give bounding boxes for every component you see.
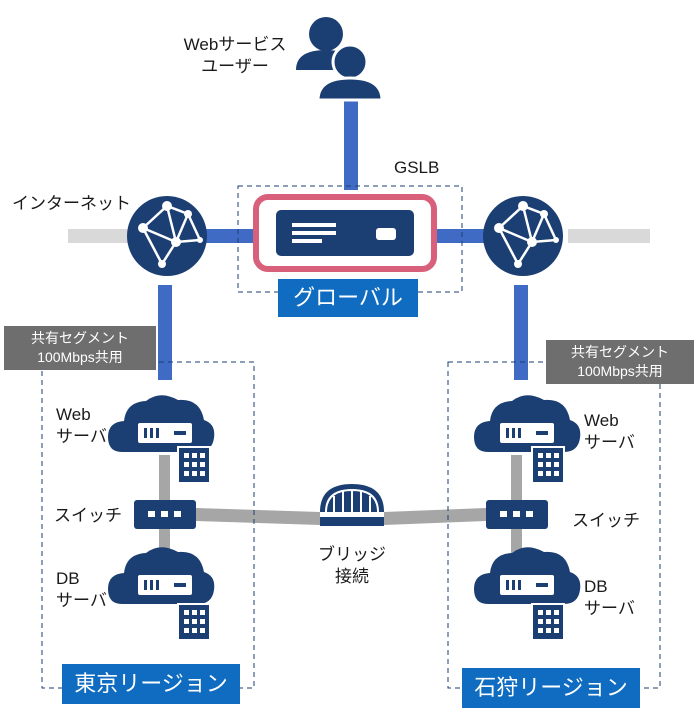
- right-web-label-line2: サーバ: [584, 433, 635, 452]
- left-segment-badge: 共有セグメント 100Mbps共用: [4, 326, 156, 370]
- left-web-label-line2: サーバ: [56, 427, 107, 446]
- link-globe-left-gslb: [205, 229, 257, 243]
- tokyo-region-title: 東京リージョン: [62, 664, 240, 704]
- right-segment-line2: 100Mbps共用: [577, 363, 663, 379]
- right-db-server-label: DB サーバ: [584, 576, 635, 620]
- right-db-server-icon: [474, 547, 581, 641]
- link-left-switch-db: [159, 528, 170, 556]
- link-left-web-switch: [159, 455, 170, 500]
- link-globe-right-down: [514, 285, 528, 380]
- link-bridge-right-switch: [384, 508, 486, 525]
- right-db-label-line1: DB: [584, 577, 608, 596]
- left-db-server-label: DB サーバ: [56, 568, 107, 612]
- internet-line-right: [568, 229, 650, 243]
- link-users-gslb: [344, 95, 358, 190]
- left-web-server-icon: [108, 395, 215, 484]
- left-db-label-line2: サーバ: [56, 591, 107, 610]
- users-label: Webサービス ユーザー: [176, 34, 294, 78]
- gslb-appliance-icon: [253, 194, 437, 272]
- right-web-label-line1: Web: [584, 411, 619, 430]
- bridge-icon: [320, 484, 384, 526]
- left-switch-icon: [134, 500, 196, 529]
- link-left-switch-bridge: [196, 508, 320, 525]
- bridge-label-line2: 接続: [335, 567, 369, 586]
- left-web-label-line1: Web: [56, 405, 91, 424]
- right-switch-label: スイッチ: [572, 511, 640, 530]
- link-right-web-switch: [511, 455, 522, 500]
- link-globe-left-down: [158, 285, 172, 380]
- left-segment-line1: 共有セグメント: [31, 330, 129, 346]
- right-web-server-icon: [474, 395, 581, 484]
- users-icon: [296, 17, 384, 102]
- right-segment-badge: 共有セグメント 100Mbps共用: [546, 340, 694, 384]
- right-db-label-line2: サーバ: [584, 599, 635, 618]
- left-segment-line2: 100Mbps共用: [37, 349, 123, 365]
- left-switch-label: スイッチ: [54, 506, 122, 525]
- link-right-switch-db: [511, 528, 522, 556]
- left-db-server-icon: [108, 547, 215, 641]
- internet-globe-right-icon: [483, 196, 563, 276]
- gslb-global-title: グローバル: [278, 279, 418, 317]
- users-label-line1: Webサービス: [183, 35, 287, 54]
- link-gslb-globe-right: [432, 229, 484, 243]
- internet-globe-left-icon: [127, 196, 207, 276]
- right-web-server-label: Web サーバ: [584, 410, 635, 454]
- bridge-label-line1: ブリッジ: [318, 545, 386, 564]
- gslb-label: GSLB: [394, 158, 440, 177]
- left-db-label-line1: DB: [56, 569, 80, 588]
- right-segment-line1: 共有セグメント: [571, 344, 669, 360]
- internet-line-left: [68, 229, 130, 243]
- ishikari-region-title: 石狩リージョン: [462, 668, 640, 708]
- left-web-server-label: Web サーバ: [56, 404, 107, 448]
- right-switch-icon: [486, 500, 548, 529]
- bridge-label: ブリッジ 接続: [312, 544, 392, 588]
- internet-label: インターネット: [12, 194, 131, 213]
- users-label-line2: ユーザー: [201, 57, 269, 76]
